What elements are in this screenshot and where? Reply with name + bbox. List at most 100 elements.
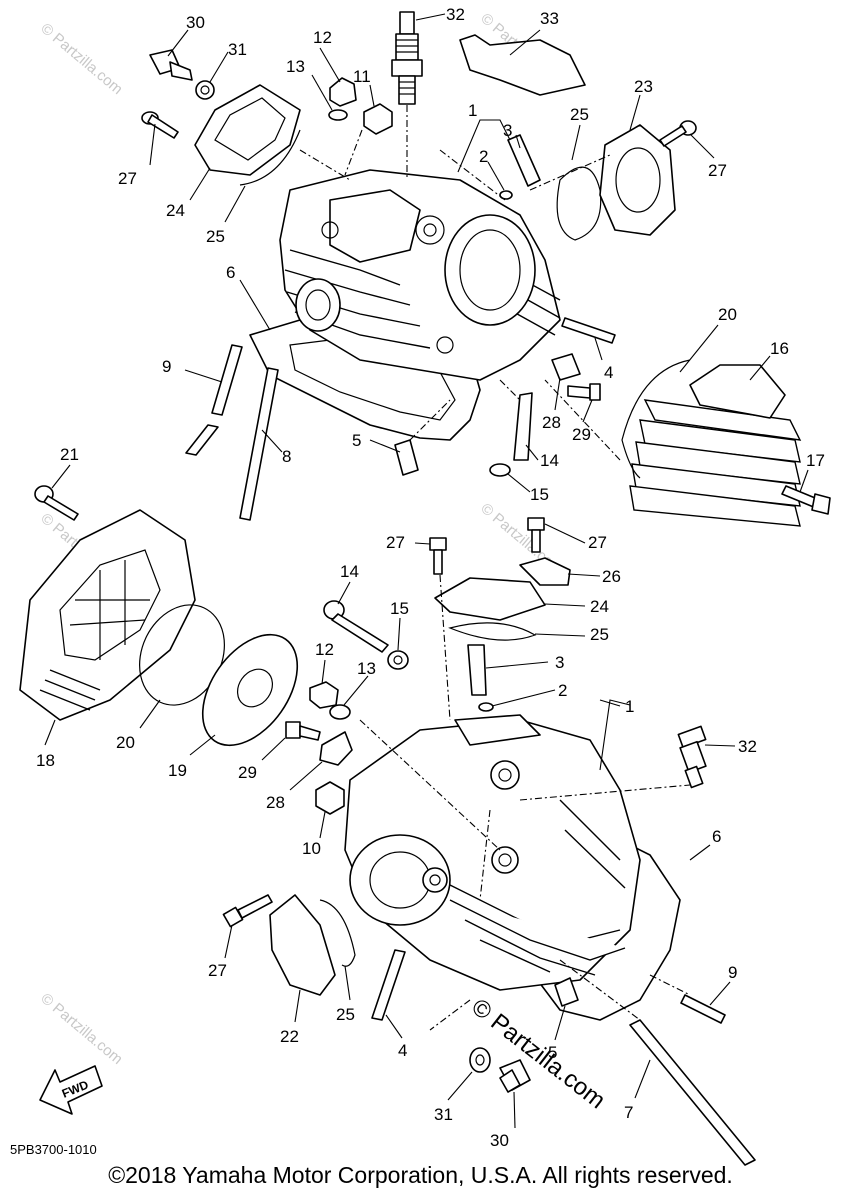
callout-24: 24 [590,597,609,616]
callout-11: 11 [353,67,371,86]
callout-5: 5 [548,1043,557,1062]
callout-3: 3 [555,653,564,672]
stud-7 [629,1019,756,1166]
callout-2: 2 [479,147,488,166]
bolt-17 [781,485,831,515]
callout-25: 25 [590,625,609,644]
callout-27: 27 [118,169,137,188]
callout-27: 27 [708,161,727,180]
callout-20: 20 [116,733,135,752]
spark-plug-lower [677,725,707,789]
callout-23: 23 [634,77,653,96]
callout-1: 1 [468,101,477,120]
callout-15: 15 [530,485,549,504]
stud-4-upper [561,317,616,344]
stud-8 [239,367,279,521]
clip-2-upper [499,190,513,200]
callout-25: 25 [570,105,589,124]
callout-5: 5 [352,431,361,450]
callout-28: 28 [542,413,561,432]
cap-nut-12-upper [329,77,357,107]
callout-30: 30 [186,13,205,32]
callout-30: 30 [490,1131,509,1150]
stud-9-upper [211,344,243,416]
bolt-30-upper [149,49,193,81]
callout-32: 32 [446,5,465,24]
bolt-14-upper [513,392,533,461]
washer-31-lower [469,1047,491,1073]
callout-6: 6 [712,827,721,846]
callout-20: 20 [718,305,737,324]
callout-27: 27 [386,533,405,552]
bracket-26 [519,557,571,586]
bracket-28-lower [319,731,353,766]
plate-19 [201,633,299,747]
callout-12: 12 [313,28,332,47]
callout-25: 25 [336,1005,355,1024]
bracket-28-upper [551,353,581,381]
stud-9-lower [680,994,726,1024]
gasket-25-upper-right [556,166,602,241]
callout-26: 26 [602,567,621,586]
callout-14: 14 [540,451,559,470]
nut-11 [363,103,393,135]
callout-1: 1 [625,697,634,716]
copyright-notice: ©2018 Yamaha Motor Corporation, U.S.A. A… [108,1162,733,1188]
callout-27: 27 [588,533,607,552]
callout-19: 19 [168,761,187,780]
rear-exhaust-port [295,278,341,332]
leader-lines [44,13,809,1129]
rear-intake-port [444,214,536,326]
washer-31-upper [195,80,215,100]
callout-24: 24 [166,201,185,220]
callout-2: 2 [558,681,567,700]
bolt-27-upper-right [659,120,697,147]
o-ring-20-upper [621,359,691,479]
callout-8: 8 [282,447,291,466]
callout-21: 21 [60,445,79,464]
callout-16: 16 [770,339,789,358]
dowel-5-upper [394,439,419,476]
callout-4: 4 [398,1041,407,1060]
gasket-25-lower-left [319,899,356,967]
callout-27: 27 [208,961,227,980]
manifold-23 [599,124,676,236]
callout-13: 13 [357,659,376,678]
callout-9: 9 [728,963,737,982]
callout-31: 31 [228,40,247,59]
nut-10 [315,781,345,815]
valve-guide-3-upper [507,134,541,187]
callout-17: 17 [806,451,825,470]
bracket-33 [459,34,586,96]
watermark: © Partzilla.com [37,20,125,98]
watermark: © Partzilla.com [37,990,125,1068]
front-exhaust-port [349,834,451,926]
callout-15: 15 [390,599,409,618]
callout-29: 29 [238,763,257,782]
washer-15-lower [387,650,409,670]
bolt-27-upper-left [141,111,179,139]
bolt-30-lower [499,1059,531,1093]
callout-22: 22 [280,1027,299,1046]
stud-4-lower [371,949,406,1021]
callout-29: 29 [572,425,591,444]
callout-3: 3 [503,121,512,140]
clip-2-lower [478,702,494,712]
washer-15-upper [489,463,511,477]
callout-labels: 30 32 33 31 12 13 11 1 23 25 3 27 27 2 2… [36,5,825,1150]
valve-guide-3-lower [467,644,487,696]
callout-18: 18 [36,751,55,770]
cover-22 [269,894,336,996]
bolt-27-lower-right [527,517,545,553]
cylinder-16 [629,364,802,527]
callout-4: 4 [604,363,613,382]
bolt-29-lower [285,721,321,741]
cover-18 [19,509,196,721]
bolt-29-upper [567,383,601,401]
callout-25: 25 [206,227,225,246]
gasket-25-upper-left [239,129,301,186]
spark-plug-upper [391,11,423,105]
fwd-arrow-icon: FWD [39,1065,103,1115]
cap-nut-12-lower [309,681,339,709]
bolt-27-lower-left [429,537,447,575]
